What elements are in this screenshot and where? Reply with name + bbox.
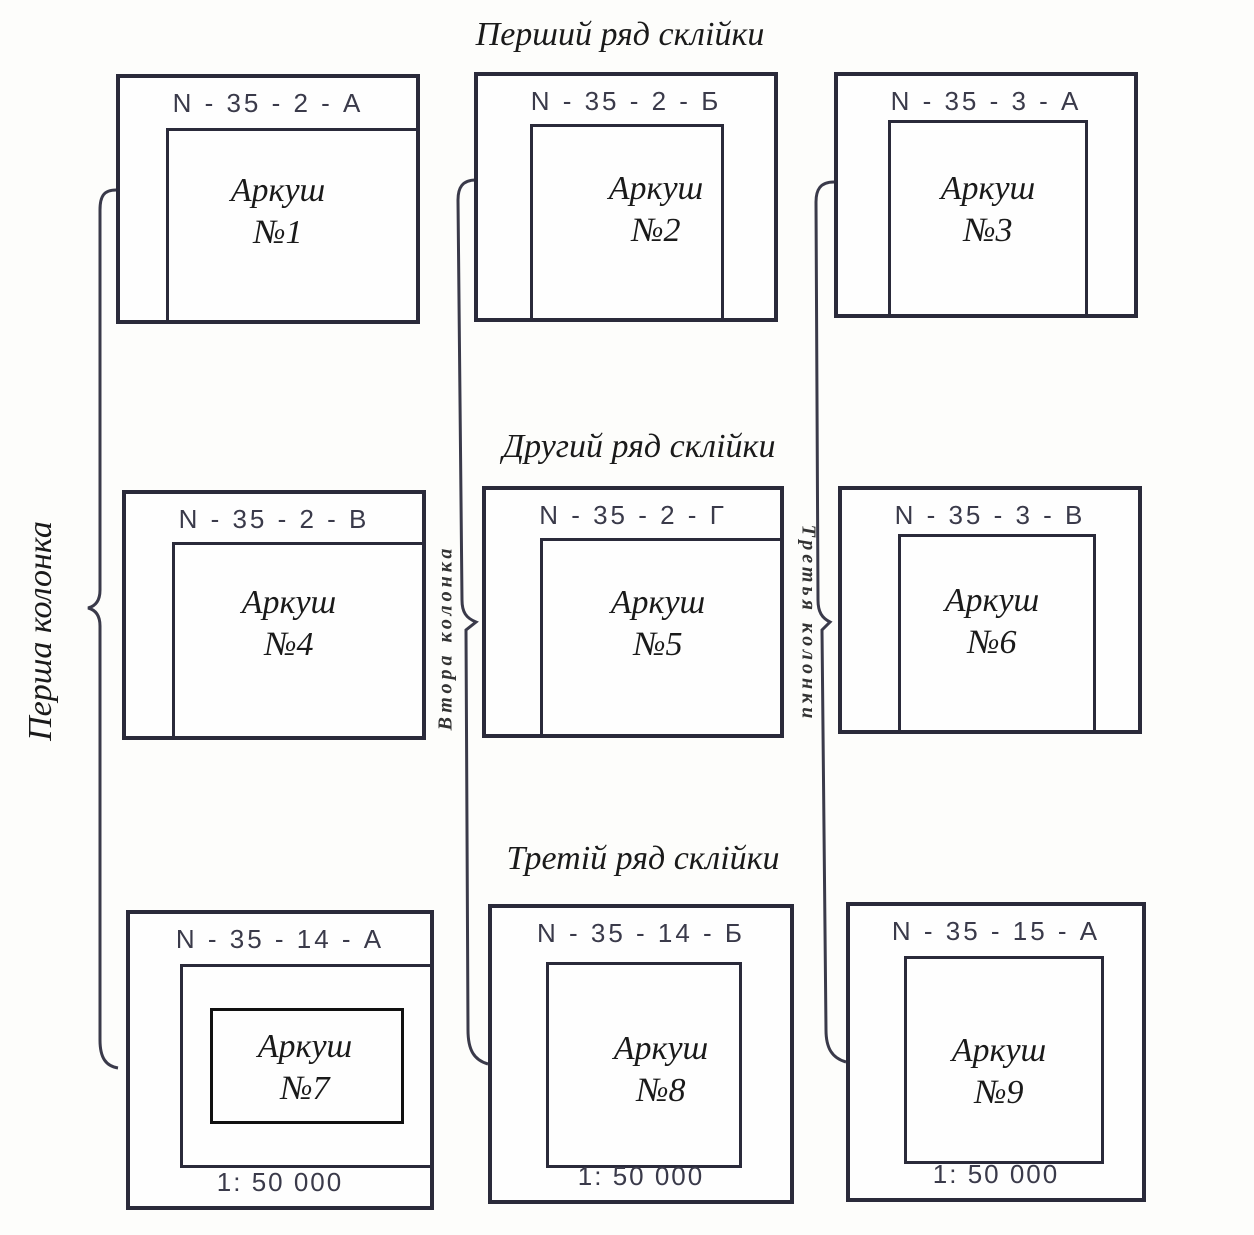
sheet-7: N - 35 - 14 - А Аркуш №7 1: 50 000: [126, 910, 434, 1210]
sheet-code: N - 35 - 2 - Г: [539, 500, 727, 530]
sheet-code: N - 35 - 3 - В: [894, 500, 1086, 530]
sheet-number: №2: [631, 212, 681, 249]
innermost-frame: [210, 1008, 404, 1124]
scale-label: 1: 50 000: [932, 1159, 1060, 1189]
inner-frame: [546, 962, 742, 1168]
sheet-8: N - 35 - 14 - Б Аркуш №8 1: 50 000: [488, 904, 794, 1204]
sheet-title: Аркуш: [944, 582, 1040, 619]
sheet-2: N - 35 - 2 - Б Аркуш №2: [474, 72, 778, 322]
first-column-brace: [87, 188, 119, 1070]
inner-frame: [180, 964, 434, 1168]
sheet-6: N - 35 - 3 - В Аркуш №6: [838, 486, 1142, 734]
row-title-3: Третій ряд склійки: [506, 840, 780, 877]
sheet-number: №4: [264, 626, 314, 663]
sheet-code: N - 35 - 3 - А: [890, 86, 1082, 116]
inner-frame: [904, 956, 1104, 1164]
sheet-code: N - 35 - 2 - А: [172, 88, 364, 118]
sheet-number: №7: [280, 1070, 330, 1107]
row-title-1: Перший ряд склійки: [475, 16, 765, 53]
sheet-title: Аркуш: [230, 172, 326, 209]
sheet-5: N - 35 - 2 - Г Аркуш №5: [482, 486, 784, 738]
scale-label: 1: 50 000: [577, 1161, 705, 1191]
sheet-title: Аркуш: [951, 1032, 1047, 1069]
sheet-code: N - 35 - 2 - Б: [530, 86, 722, 116]
scale-label: 1: 50 000: [216, 1167, 344, 1197]
third-column-line: [814, 180, 847, 1064]
sheet-code: N - 35 - 2 - В: [178, 504, 370, 534]
sheet-title: Аркуш: [608, 170, 704, 207]
sheet-title: Аркуш: [940, 170, 1036, 207]
inner-frame: [540, 538, 780, 738]
column-title-2: Втора колонка: [434, 544, 457, 731]
sheet-number: №1: [253, 214, 303, 251]
sheet-4: N - 35 - 2 - В Аркуш №4: [122, 490, 426, 740]
sheet-title: Аркуш: [241, 584, 337, 621]
inner-frame: [172, 542, 426, 740]
row-title-2: Другий ряд склійки: [502, 428, 776, 465]
sheet-number: №8: [636, 1072, 686, 1109]
column-title-3: Третья колонки: [797, 524, 820, 723]
sheet-code: N - 35 - 14 - Б: [537, 918, 745, 948]
sheet-code: N - 35 - 15 - А: [891, 916, 1101, 946]
second-column-line: [456, 178, 489, 1066]
sheet-9: N - 35 - 15 - А Аркуш №9 1: 50 000: [846, 902, 1146, 1202]
column-title-1: Перша колонка: [22, 521, 59, 741]
sheet-code: N - 35 - 14 - А: [175, 924, 385, 954]
sheet-number: №6: [967, 624, 1017, 661]
inner-frame: [888, 120, 1088, 318]
inner-frame: [530, 124, 724, 322]
sheet-3: N - 35 - 3 - А Аркуш №3: [834, 72, 1138, 318]
sheet-number: №5: [633, 626, 683, 663]
inner-frame: [898, 534, 1096, 732]
sheet-number: №9: [974, 1074, 1024, 1111]
sheet-title: Аркуш: [613, 1030, 709, 1067]
sheet-title: Аркуш: [257, 1028, 353, 1065]
inner-frame: [166, 128, 420, 324]
sheet-number: №3: [963, 212, 1013, 249]
sheet-title: Аркуш: [610, 584, 706, 621]
sheet-1: N - 35 - 2 - А Аркуш №1: [116, 74, 420, 324]
